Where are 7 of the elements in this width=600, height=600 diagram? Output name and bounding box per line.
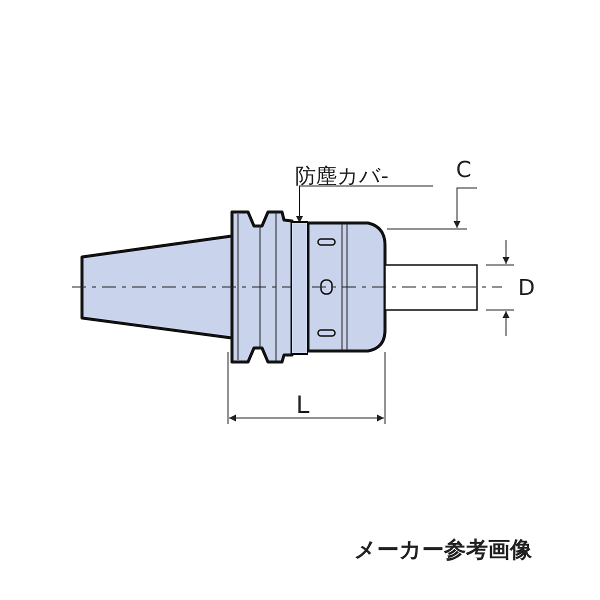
dimension-label: L bbox=[296, 393, 310, 417]
part-label: 防塵カバ- bbox=[295, 167, 389, 186]
leader-line bbox=[296, 186, 434, 224]
dust-cover-band bbox=[291, 221, 308, 355]
dimension-label: C bbox=[456, 160, 472, 182]
dimension-label: D bbox=[518, 278, 535, 300]
caption-note: メーカー参考画像 bbox=[354, 540, 532, 562]
